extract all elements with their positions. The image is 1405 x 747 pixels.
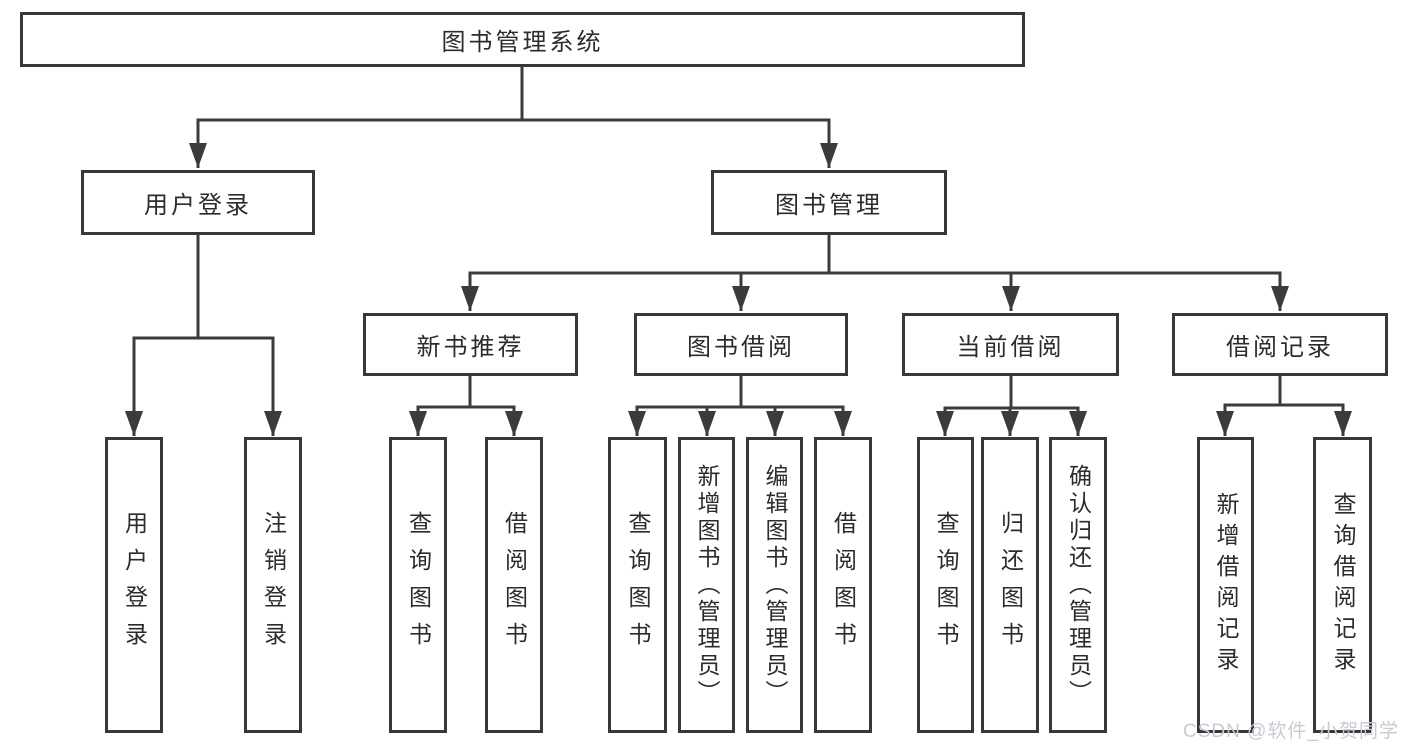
leaf-query-borrow-record: 查询借阅记录 (1313, 437, 1372, 733)
leaf-return-books: 归还图书 (981, 437, 1039, 733)
node-borrow-records: 借阅记录 (1172, 313, 1388, 376)
leaf-query-books-3: 查询图书 (917, 437, 974, 733)
leaf-query-books-1: 查询图书 (389, 437, 447, 733)
node-root: 图书管理系统 (20, 12, 1025, 67)
leaf-add-books-admin-label: 新增图书（管理员） (694, 463, 720, 707)
leaf-edit-books-admin-label: 编辑图书（管理员） (762, 463, 788, 707)
book-borrow-branch (628, 373, 852, 436)
node-user-login-label: 用户登录 (144, 192, 252, 219)
leaf-confirm-return-admin: 确认归还（管理员） (1049, 437, 1107, 733)
leaf-borrow-books-2-label: 借阅图书 (830, 511, 857, 659)
leaf-borrow-books-2: 借阅图书 (814, 437, 872, 733)
leaf-user-login: 用户登录 (105, 437, 163, 733)
leaf-confirm-return-admin-label: 确认归还（管理员） (1065, 463, 1092, 707)
leaf-add-borrow-record-label: 新增借阅记录 (1213, 492, 1239, 678)
node-root-label: 图书管理系统 (441, 29, 604, 56)
node-book-borrow: 图书借阅 (634, 313, 848, 376)
node-book-mgmt: 图书管理 (711, 170, 947, 235)
trunk-connector (189, 64, 838, 168)
leaf-edit-books-admin: 编辑图书（管理员） (746, 437, 803, 733)
leaf-borrow-books-1-label: 借阅图书 (501, 511, 528, 659)
node-book-mgmt-label: 图书管理 (775, 192, 883, 219)
leaf-borrow-books-1: 借阅图书 (485, 437, 543, 733)
leaf-query-books-1-label: 查询图书 (405, 511, 432, 659)
leaf-return-books-label: 归还图书 (997, 511, 1024, 659)
leaf-user-login-label: 用户登录 (121, 511, 148, 659)
leaf-logout: 注销登录 (244, 437, 302, 733)
leaf-query-borrow-record-label: 查询借阅记录 (1330, 492, 1356, 678)
node-user-login: 用户登录 (81, 170, 315, 235)
node-book-borrow-label: 图书借阅 (687, 334, 795, 361)
leaf-add-books-admin: 新增图书（管理员） (678, 437, 735, 733)
current-borrow-branch (936, 373, 1087, 436)
book-mgmt-branch (461, 233, 1289, 311)
node-new-books: 新书推荐 (363, 313, 578, 376)
user-login-branch (125, 233, 282, 436)
node-current-borrow: 当前借阅 (902, 313, 1119, 376)
csdn-watermark: CSDN @软件_小贺同学 (1183, 721, 1399, 742)
leaf-query-books-3-label: 查询图书 (933, 511, 959, 659)
borrow-records-branch (1216, 373, 1352, 436)
node-borrow-records-label: 借阅记录 (1226, 334, 1334, 361)
leaf-add-borrow-record: 新增借阅记录 (1197, 437, 1254, 733)
node-new-books-label: 新书推荐 (416, 334, 525, 361)
leaf-logout-label: 注销登录 (260, 511, 287, 659)
leaf-query-books-2-label: 查询图书 (625, 511, 651, 659)
node-current-borrow-label: 当前借阅 (956, 334, 1065, 361)
new-books-branch (409, 373, 523, 436)
leaf-query-books-2: 查询图书 (608, 437, 667, 733)
